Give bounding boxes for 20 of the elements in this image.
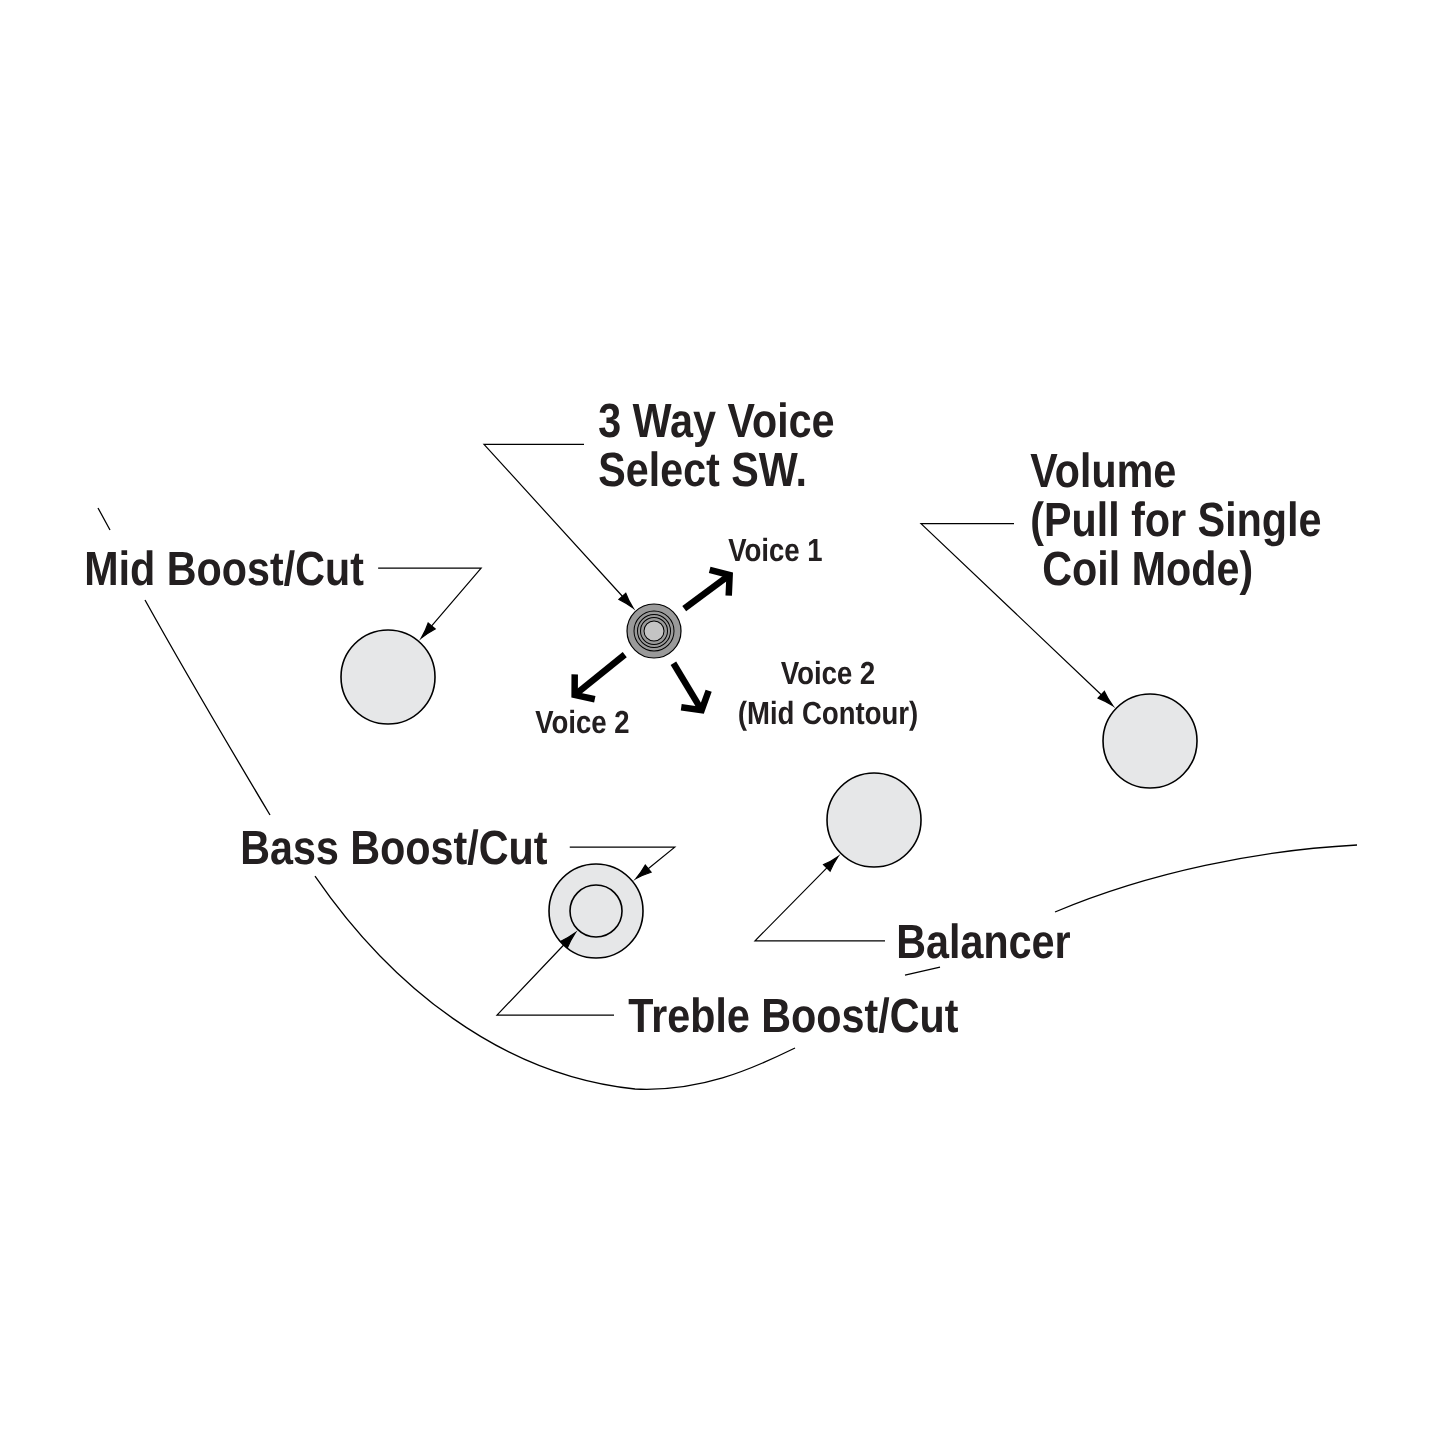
knob <box>1102 693 1198 789</box>
part-label: Mid Boost/Cut <box>86 550 364 586</box>
leader-line <box>377 567 483 639</box>
part-label: Treble Boost/Cut <box>628 997 958 1033</box>
leader-line <box>482 443 634 609</box>
knob <box>826 772 922 868</box>
leader-line <box>495 932 615 1016</box>
part-label: Voice 1 <box>728 537 822 562</box>
leader-line <box>753 855 886 942</box>
part-label: Voice 2 (Mid Contour) <box>739 660 917 731</box>
knob <box>569 884 623 938</box>
part-label: Volume (Pull for Single Coil Mode) <box>1030 452 1321 595</box>
part-label: 3 Way Voice Select SW. <box>599 402 834 487</box>
leader-line <box>569 846 677 880</box>
toggle-switch <box>626 603 682 659</box>
knob <box>340 629 436 725</box>
leader-line <box>919 523 1114 707</box>
part-label: Bass Boost/Cut <box>242 829 547 865</box>
part-label: Voice 2 <box>535 709 629 734</box>
part-label: Balancer <box>898 923 1070 959</box>
